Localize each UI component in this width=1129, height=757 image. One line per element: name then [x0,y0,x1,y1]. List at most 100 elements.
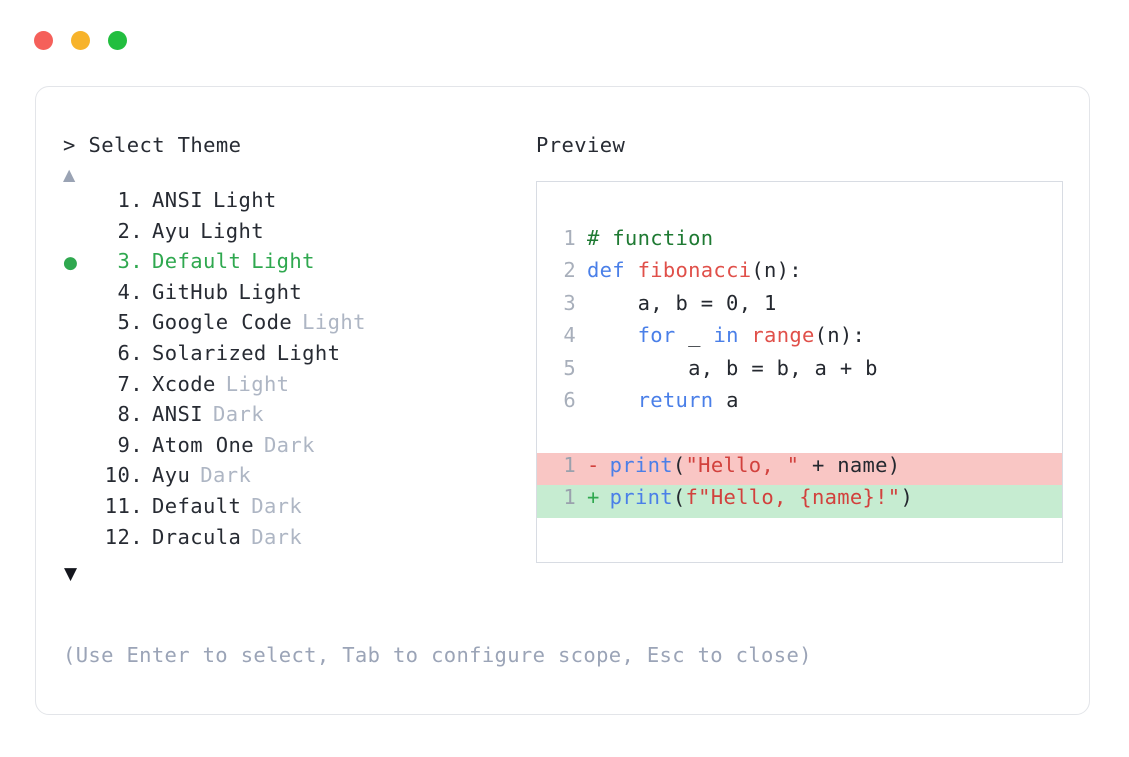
window-titlebar [34,31,127,50]
keyboard-hint: (Use Enter to select, Tab to configure s… [63,643,812,667]
code-token: in [713,323,739,348]
theme-item-name: Solarized [152,340,267,365]
theme-item-variant: Light [251,249,315,274]
code-token: _ [675,323,714,348]
theme-item-variant: Light [238,279,303,304]
diff-line-text: print(f"Hello, {name}!") [610,485,913,509]
code-line-text: # function [587,226,713,250]
diff-line-add: 1+print(f"Hello, {name}!") [537,485,1062,518]
selection-bullet-icon: ● [63,284,89,304]
selection-bullet-icon: ● [63,376,89,396]
code-line-text: a, b = 0, 1 [587,291,777,315]
theme-item-name: Xcode [152,371,216,396]
code-token: ) [900,485,914,510]
theme-item-index: 8. [117,402,143,427]
minimize-dot[interactable] [71,31,90,50]
theme-item-name: Default [152,493,242,518]
code-token: a, b = b, a + b [587,355,878,380]
code-token: return [637,387,714,412]
code-token: (n): [751,258,802,283]
theme-item-variant: Light [212,188,277,212]
theme-item-index: 2. [117,218,143,243]
selection-bullet-icon: ● [63,223,89,243]
diff-listing: 1-print("Hello, " + name) 1+print(f"Hello… [537,452,1062,518]
code-line: 6 return a [537,388,1062,420]
code-token: (n): [814,323,866,348]
code-line-number: 1 [563,226,576,250]
maximize-dot[interactable] [108,31,127,50]
code-token: ( [672,452,686,477]
theme-item-index: 4. [117,279,143,304]
theme-list[interactable]: ●1.ANSILight●2.AyuLight●3.DefaultLight●4… [63,188,533,555]
theme-item-index: 11. [104,493,143,518]
diff-marker: - [587,452,600,477]
selection-bullet-icon: ● [63,314,89,334]
code-spacer [537,420,1062,452]
theme-item-name: Atom One [152,432,254,457]
theme-item-name: ANSI [152,188,203,212]
theme-item-variant: Light [200,218,264,243]
theme-list-item[interactable]: ● 4. GitHub Light [63,280,533,311]
code-token: print [609,452,673,477]
code-line: 5 a, b = b, a + b [537,356,1062,388]
scroll-down-icon[interactable]: ▼ [64,564,78,585]
code-token: f"Hello, {name}!" [685,485,901,510]
code-token: "Hello, " [685,452,800,477]
theme-item-variant: Dark [263,432,315,457]
theme-picker-prompt: > Select Theme [63,133,242,157]
code-line: 2 def fibonacci(n): [537,258,1062,290]
code-line-number: 3 [563,290,576,315]
scroll-up-icon[interactable]: ▲ [63,165,76,184]
code-line-text: def fibonacci(n): [587,258,802,282]
selection-bullet-icon: ● [63,498,89,518]
theme-item-variant: Light [225,371,290,396]
theme-item-name: Ayu [152,463,191,488]
theme-item-index: 1. [117,188,143,212]
theme-item-name: Ayu [152,218,191,243]
diff-line-text: print("Hello, " + name) [610,453,901,477]
code-token [739,323,752,347]
theme-item-index: 3. [117,249,143,274]
code-token: print [609,485,673,510]
selection-bullet-icon: ● [63,437,89,457]
code-token [587,323,638,347]
code-token: fibonacci [637,258,752,283]
code-token: for [637,323,676,348]
theme-item-index: 12. [104,524,143,549]
theme-item-name: GitHub [152,279,229,304]
code-token: ( [672,485,686,510]
theme-item-variant: Dark [200,463,252,488]
theme-item-name: Dracula [152,524,242,549]
code-token: def [587,258,638,283]
diff-line-number: 1 [563,452,576,477]
code-line-number: 6 [563,387,576,412]
code-token: a, b = 0, 1 [587,290,777,315]
code-token [587,388,638,412]
selection-bullet-icon: ● [63,467,89,487]
code-line: 1 # function [537,226,1062,258]
theme-list-item[interactable]: ● 2. Ayu Light [63,219,533,250]
code-line-text: for _ in range(n): [587,323,865,347]
theme-list-item[interactable]: ● 3. Default Light [63,249,533,280]
selection-bullet-icon: ● [63,406,89,426]
preview-label: Preview [536,133,626,157]
theme-item-name: Default [152,249,242,274]
theme-item-variant: Light [302,310,366,335]
close-dot[interactable] [34,31,53,50]
code-line: 4 for _ in range(n): [537,323,1062,355]
code-line-number: 2 [563,258,576,283]
selection-bullet-icon: ● [63,253,79,274]
theme-item-variant: Dark [251,524,303,549]
code-line-text: a, b = b, a + b [587,356,878,380]
theme-item-index: 5. [117,310,143,335]
